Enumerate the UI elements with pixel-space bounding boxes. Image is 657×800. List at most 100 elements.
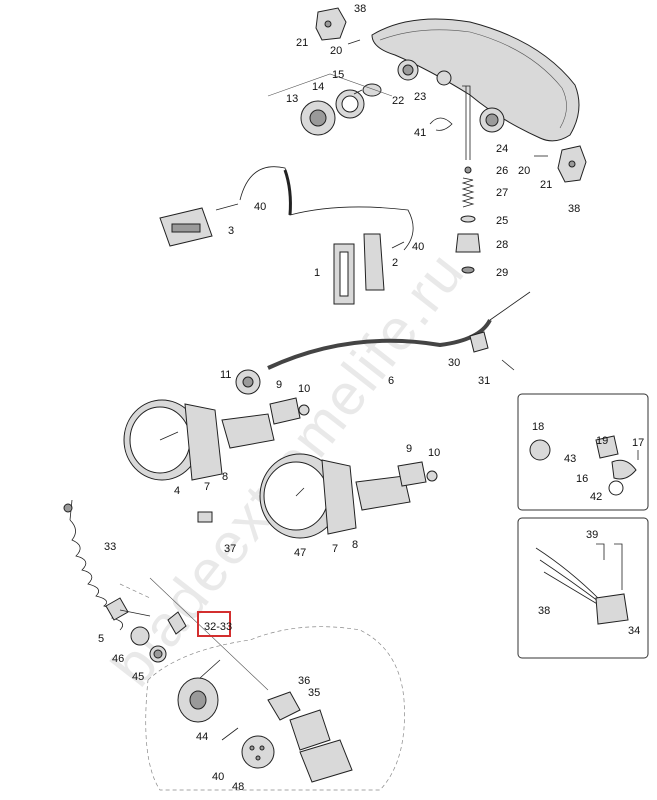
nut-10-upper: [298, 404, 310, 416]
callout-37: 37: [224, 543, 236, 555]
callout-8-lower: 8: [352, 539, 358, 551]
callout-14: 14: [312, 81, 324, 93]
terminal-40-left: [215, 203, 239, 211]
callout-45: 45: [132, 671, 144, 683]
callout-18: 18: [532, 421, 544, 433]
cable-nut-11: [235, 369, 261, 395]
callout-38-right: 38: [568, 203, 580, 215]
headlight-housing: [371, 18, 580, 142]
callout-29: 29: [496, 267, 508, 279]
callout-13: 13: [286, 93, 298, 105]
callout-7-lower: 7: [332, 543, 338, 555]
clip-41: [429, 117, 453, 131]
gauge-upper: [123, 399, 223, 481]
callout-9-upper: 9: [276, 379, 282, 391]
callout-15: 15: [332, 69, 344, 81]
callout-43: 43: [564, 453, 576, 465]
connector-48: [241, 735, 275, 769]
callout-4: 4: [174, 485, 180, 497]
callout-1: 1: [314, 267, 320, 279]
nut-10-lower: [426, 470, 438, 482]
gauge-bracket-8-lower: [355, 475, 411, 511]
bulb-ring-14: [335, 89, 365, 119]
terminal-40-bottom: [221, 727, 239, 741]
bulb-37: [197, 511, 213, 523]
bracket-leader: [149, 577, 269, 691]
inset-sensor: [517, 517, 649, 659]
cable-end: [489, 291, 531, 321]
callout-47: 47: [294, 547, 306, 559]
callout-38-top: 38: [354, 3, 366, 15]
callout-38-inset: 38: [538, 605, 550, 617]
callout-21-top: 21: [296, 37, 308, 49]
lens-1: [333, 243, 355, 305]
callout-33-left: 33: [104, 541, 116, 553]
callout-44: 44: [196, 731, 208, 743]
callout-48: 48: [232, 781, 244, 793]
light-9-upper: [269, 397, 301, 425]
callout-36: 36: [298, 675, 310, 687]
callout-8-upper: 8: [222, 471, 228, 483]
callout-40-mid: 40: [412, 241, 424, 253]
callout-2: 2: [392, 257, 398, 269]
console-outline: [145, 626, 405, 791]
callout-17: 17: [632, 437, 644, 449]
callout-6: 6: [388, 375, 394, 387]
callout-30: 30: [448, 357, 460, 369]
callout-28: 28: [496, 239, 508, 251]
callout-24: 24: [496, 143, 508, 155]
callout-11: 11: [220, 369, 231, 381]
adjuster-rod-24: [462, 85, 471, 160]
callout-22: 22: [392, 95, 404, 107]
callout-20-top: 20: [330, 45, 342, 57]
nut-29: [461, 266, 475, 274]
callout-5: 5: [98, 633, 104, 645]
terminal-40-mid: [391, 241, 405, 249]
callout-3: 3: [228, 225, 234, 237]
clip-30: [469, 331, 489, 353]
callout-40-left: 40: [254, 201, 266, 213]
callout-46: 46: [112, 653, 124, 665]
bracket-2: [363, 233, 385, 291]
inset-regulator: [517, 393, 649, 511]
highlight-box-32-33: [197, 611, 231, 637]
callout-32-33[interactable]: 32-33: [204, 621, 232, 633]
callout-31: 31: [478, 375, 490, 387]
callout-34: 34: [628, 625, 640, 637]
wire-black-section: [283, 169, 292, 216]
callout-40-bottom: 40: [212, 771, 224, 783]
bulb-socket-13: [300, 100, 336, 136]
callout-35: 35: [308, 687, 320, 699]
knob-28: [455, 233, 481, 253]
callout-27: 27: [496, 187, 508, 199]
washer-25: [460, 215, 476, 223]
spring-27: [461, 177, 475, 208]
callout-25: 25: [496, 215, 508, 227]
callout-7-upper: 7: [204, 481, 210, 493]
ring-45: [149, 645, 167, 663]
gauge-bracket-8-upper: [221, 413, 275, 449]
connector-36-35: [267, 691, 353, 783]
callout-20-right: 20: [518, 165, 530, 177]
starter-switch-44: [177, 659, 221, 723]
callout-39: 39: [586, 529, 598, 541]
bracket-21-top: [315, 7, 347, 41]
callout-21-right: 21: [540, 179, 552, 191]
callout-26: 26: [496, 165, 508, 177]
cap-46: [130, 626, 150, 646]
callout-16: 16: [576, 473, 588, 485]
callout-42: 42: [590, 491, 602, 503]
switch-body: [167, 611, 187, 635]
nut-26: [464, 166, 472, 174]
light-9-lower: [397, 461, 427, 487]
gauge-lower: [259, 453, 357, 539]
callout-9-lower: 9: [406, 443, 412, 455]
key-5: [105, 597, 151, 621]
leader-33: [119, 583, 151, 599]
screw-31: [501, 359, 515, 371]
bracket-21-right: [557, 145, 587, 183]
bracket-line-13-15: [267, 73, 393, 97]
callout-10-lower: 10: [428, 447, 440, 459]
callout-19: 19: [596, 435, 608, 447]
